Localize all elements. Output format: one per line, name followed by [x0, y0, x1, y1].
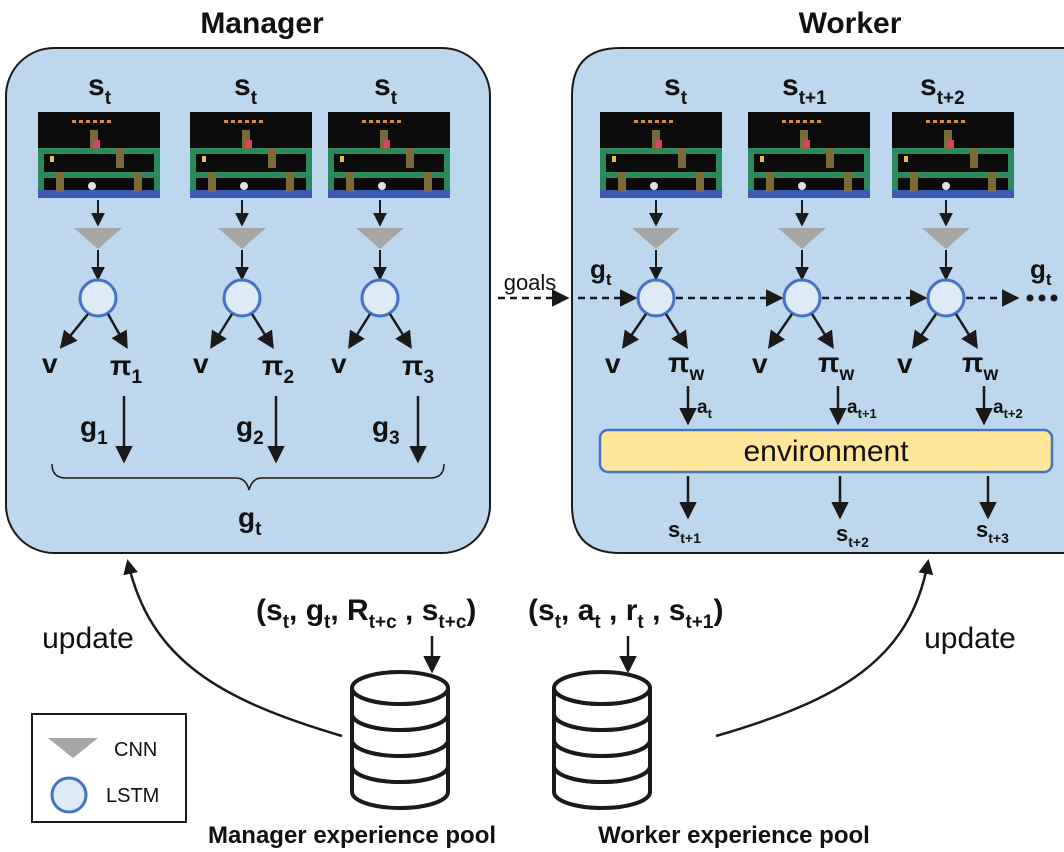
manager-merged-goal-label: gt: [238, 502, 262, 540]
manager-goal-label-2: g2: [236, 411, 264, 449]
manager-value-label-2: v: [193, 348, 209, 379]
worker-lstm-to-v-arrow-3: [912, 313, 938, 349]
legend-cnn-icon: [48, 738, 98, 758]
worker-lstm-to-pi-arrow-2: [810, 313, 834, 349]
manager-cnn-icon-2: [218, 228, 266, 249]
worker-goal-in-label: gt: [590, 254, 612, 289]
worker-value-label-3: v: [897, 348, 913, 379]
manager-state-label-1: st: [88, 69, 112, 109]
worker-state-label-2: st+1: [782, 69, 827, 109]
continuation-dot: [1050, 294, 1058, 302]
worker-lstm-to-pi-arrow-3: [954, 313, 978, 349]
manager-experience-pool-label: Manager experience pool: [208, 822, 496, 849]
manager-state-label-2: st: [234, 69, 258, 109]
worker-goal-out-label: gt: [1030, 254, 1052, 289]
manager-goal-label-1: g1: [80, 411, 108, 449]
manager-state-label-3: st: [374, 69, 398, 109]
manager-game-frame-1: [38, 112, 160, 198]
worker-next-state-label-1: st+1: [668, 517, 701, 546]
worker-title: Worker: [799, 7, 902, 40]
worker-experience-pool-icon: [552, 670, 652, 810]
environment-box: [598, 428, 1054, 474]
manager-goal-brace: [51, 463, 445, 491]
continuation-dot: [1026, 294, 1034, 302]
update-right-arrow: [715, 559, 934, 738]
worker-value-label-2: v: [752, 348, 768, 379]
manager-lstm-to-pi-arrow-1: [106, 313, 128, 350]
environment-label: environment: [743, 435, 909, 468]
worker-experience-pool-label: Worker experience pool: [598, 822, 870, 849]
worker-experience-tuple: (st, at , rt , st+1): [528, 594, 723, 633]
worker-lstm-icon-1: [636, 278, 676, 318]
worker-lstm-to-v-arrow-2: [768, 313, 794, 349]
manager-lstm-icon-1: [78, 278, 118, 318]
manager-value-label-1: v: [42, 348, 58, 379]
worker-policy-label-3: πw: [962, 347, 998, 385]
worker-cnn-icon-3: [922, 228, 970, 249]
manager-lstm-icon-3: [360, 278, 400, 318]
worker-policy-label-2: πw: [818, 347, 854, 385]
manager-lstm-to-v-arrow-2: [210, 313, 234, 349]
manager-lstm-to-v-arrow-1: [59, 313, 89, 349]
worker-state-label-3: st+2: [920, 69, 965, 109]
manager-lstm-to-pi-arrow-3: [388, 313, 412, 349]
manager-lstm-to-v-arrow-3: [348, 313, 372, 349]
update-left-arrow: [123, 559, 343, 738]
goals-label: goals: [504, 270, 557, 295]
worker-cnn-icon-2: [778, 228, 826, 249]
manager-experience-tuple: (st, gt, Rt+c , st+c): [256, 594, 476, 633]
update-left-label: update: [42, 622, 134, 655]
manager-cnn-icon-3: [356, 228, 404, 249]
legend-lstm-icon: [50, 776, 88, 814]
worker-value-label-1: v: [605, 348, 621, 379]
worker-state-label-1: st: [664, 69, 688, 109]
worker-action-label-1: at: [697, 397, 713, 421]
worker-lstm-to-pi-arrow-1: [664, 313, 688, 349]
legend-cnn-label: CNN: [114, 739, 157, 761]
worker-next-state-label-3: st+3: [976, 517, 1009, 546]
worker-policy-label-1: πw: [668, 347, 704, 385]
manager-goal-label-3: g3: [372, 411, 400, 449]
worker-game-frame-1: [600, 112, 722, 198]
manager-cnn-icon-1: [74, 228, 122, 249]
manager-game-frame-3: [328, 112, 450, 198]
continuation-dot: [1038, 294, 1046, 302]
manager-policy-label-2: π2: [262, 350, 294, 388]
manager-policy-label-3: π3: [402, 350, 434, 388]
update-right-label: update: [924, 622, 1016, 655]
manager-experience-pool-icon: [350, 670, 450, 810]
worker-game-frame-3: [892, 112, 1014, 198]
worker-action-label-2: at+1: [847, 397, 877, 421]
worker-lstm-to-v-arrow-1: [622, 313, 648, 349]
worker-action-label-3: at+2: [993, 397, 1023, 421]
worker-lstm-icon-2: [782, 278, 822, 318]
manager-lstm-to-pi-arrow-2: [250, 313, 274, 349]
manager-title: Manager: [200, 7, 324, 40]
manager-game-frame-2: [190, 112, 312, 198]
manager-lstm-icon-2: [222, 278, 262, 318]
worker-lstm-icon-3: [926, 278, 966, 318]
worker-next-state-label-2: st+2: [836, 521, 869, 550]
manager-policy-label-1: π1: [110, 350, 142, 388]
legend-lstm-label: LSTM: [106, 785, 159, 807]
manager-value-label-3: v: [331, 348, 347, 379]
worker-cnn-icon-1: [632, 228, 680, 249]
worker-game-frame-2: [748, 112, 870, 198]
